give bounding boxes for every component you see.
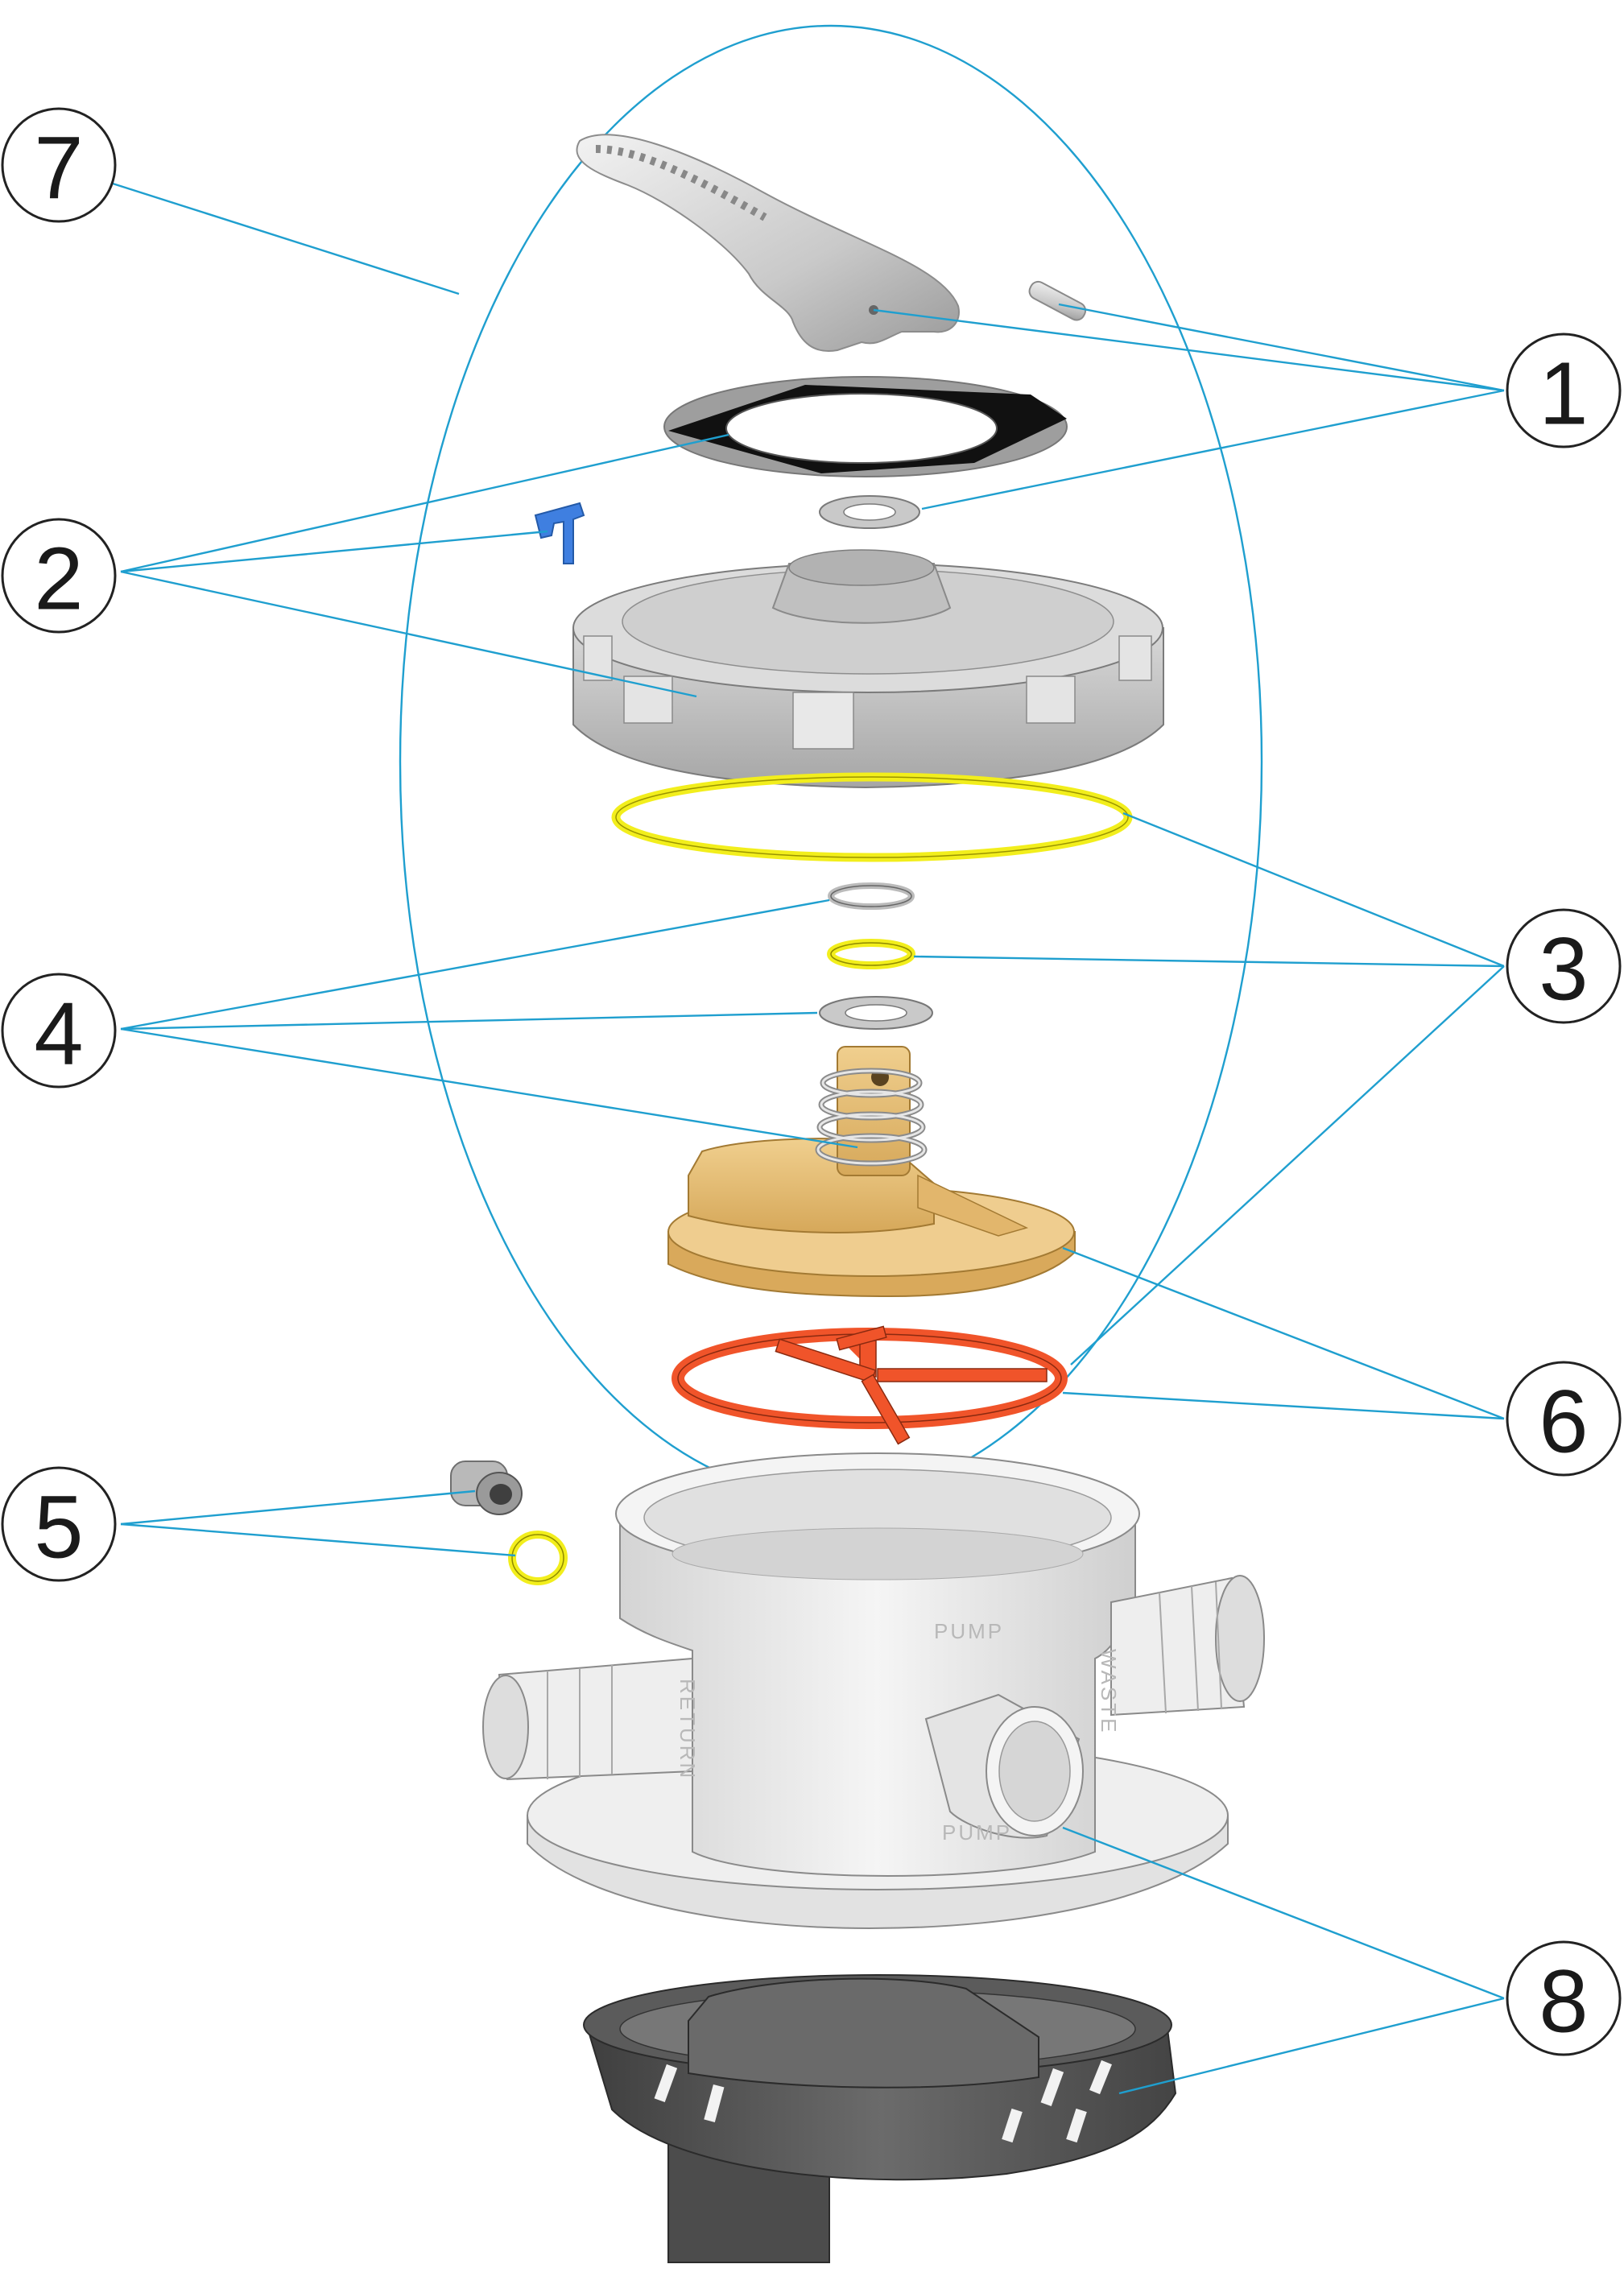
callout-circle-icon bbox=[1, 973, 117, 1089]
valve-cover-part bbox=[572, 549, 1164, 789]
leader-8-basket bbox=[1118, 1997, 1505, 2095]
leader-1-pin bbox=[1058, 303, 1505, 392]
leader-4-ring bbox=[120, 899, 830, 1031]
port-label-return: RETURN bbox=[676, 1679, 700, 1780]
callout-6: 6 bbox=[1506, 1361, 1622, 1477]
handle-part bbox=[576, 134, 960, 352]
callout-4: 4 bbox=[1, 973, 117, 1089]
leader-2-cover bbox=[120, 570, 697, 698]
leader-1-handle bbox=[873, 308, 1505, 392]
leader-2-gasket bbox=[120, 433, 729, 573]
callout-label-8: 8 bbox=[1539, 1952, 1588, 2051]
callout-5: 5 bbox=[1, 1466, 117, 1582]
valve-body-part: PUMP PUMP WASTE RETURN bbox=[482, 1452, 1265, 1930]
callout-circle-icon bbox=[1, 518, 117, 634]
callout-label-6: 6 bbox=[1539, 1373, 1588, 1472]
callout-circle-icon bbox=[1506, 908, 1622, 1024]
callout-label-3: 3 bbox=[1539, 920, 1588, 1019]
leader-1-washer bbox=[921, 389, 1505, 510]
leader-4-washer bbox=[120, 1011, 818, 1031]
port-label-pump-front: PUMP bbox=[942, 1820, 1012, 1845]
spider-gasket-part bbox=[672, 1325, 1068, 1445]
leader-2-screw bbox=[120, 530, 548, 573]
callout-label-1: 1 bbox=[1539, 345, 1588, 444]
leader-4-spring bbox=[120, 1027, 858, 1149]
leader-6-rotor bbox=[1062, 1246, 1505, 1420]
leader-6-spider bbox=[1062, 1391, 1505, 1420]
washer-part bbox=[819, 495, 920, 529]
leader-5-plug bbox=[120, 1489, 476, 1526]
port-label-waste: WASTE bbox=[1097, 1649, 1121, 1734]
small-white-ring-part bbox=[828, 882, 915, 910]
handle-pin-part bbox=[1028, 280, 1087, 321]
callout-label-2: 2 bbox=[34, 530, 83, 629]
callout-circle-icon bbox=[1506, 1361, 1622, 1477]
leader-3-shaft-oring bbox=[913, 955, 1505, 968]
callout-3: 3 bbox=[1506, 908, 1622, 1024]
leader-8-body bbox=[1062, 1826, 1505, 2000]
callout-circle-icon bbox=[1, 107, 117, 223]
leader-7 bbox=[112, 182, 460, 295]
callout-circle-icon bbox=[1506, 1940, 1622, 2056]
callout-label-4: 4 bbox=[34, 985, 83, 1084]
shaft-oring-part bbox=[827, 939, 915, 969]
cover-oring-part bbox=[611, 772, 1133, 862]
cover-gasket-part bbox=[663, 376, 1068, 477]
leader-lines bbox=[112, 182, 1505, 2095]
leader-5-oring bbox=[120, 1522, 516, 1557]
callout-2: 2 bbox=[1, 518, 117, 634]
callout-label-7: 7 bbox=[34, 119, 83, 218]
callout-1: 1 bbox=[1506, 333, 1622, 448]
leader-3-spider bbox=[1070, 965, 1505, 1365]
callout-label-5: 5 bbox=[34, 1478, 83, 1577]
drain-oring-part bbox=[508, 1531, 568, 1585]
lateral-basket-part bbox=[583, 1974, 1177, 2263]
callout-8: 8 bbox=[1506, 1940, 1622, 2056]
cover-screw-part bbox=[534, 502, 585, 564]
callout-circle-icon bbox=[1, 1466, 117, 1582]
callout-7: 7 bbox=[1, 107, 117, 223]
rotor-part bbox=[667, 1046, 1076, 1298]
callout-circle-icon bbox=[1506, 333, 1622, 448]
leader-3-oring bbox=[1122, 812, 1505, 968]
shaft-washer-part bbox=[819, 996, 933, 1030]
port-label-pump-top: PUMP bbox=[934, 1619, 1004, 1643]
drain-plug-part bbox=[450, 1460, 523, 1515]
